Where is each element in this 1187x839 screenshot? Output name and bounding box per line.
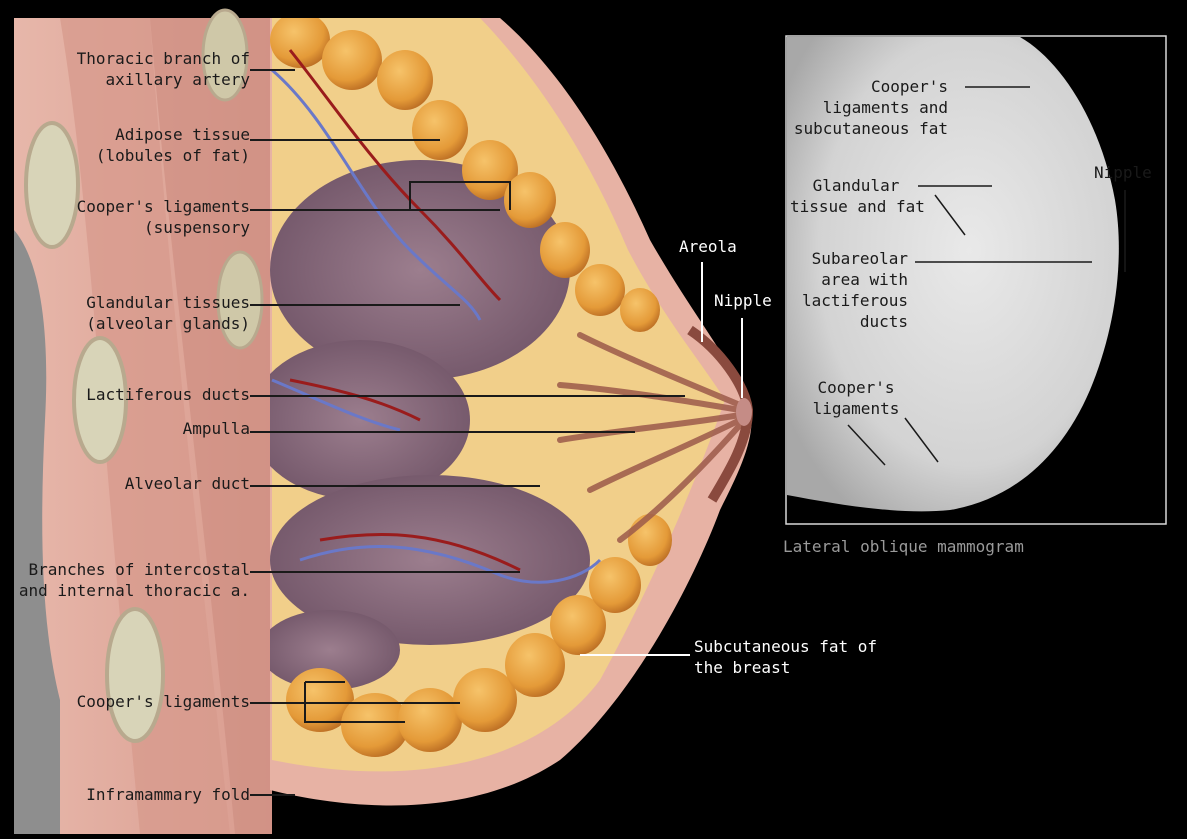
mammo-label-nipple: Nipple xyxy=(1094,162,1152,183)
mammo-label-subareolar: Subareolar area with lactiferous ducts xyxy=(802,248,908,332)
mammo-label-coopers-fat: Cooper's ligaments and subcutaneous fat xyxy=(794,76,948,139)
label-adipose-tissue: Adipose tissue (lobules of fat) xyxy=(96,124,250,166)
mammogram-caption: Lateral oblique mammogram xyxy=(783,536,1024,557)
label-ampulla: Ampulla xyxy=(183,418,250,439)
mammo-label-glandular-fat: Glandular tissue and fat xyxy=(790,175,922,217)
mammo-label-coopers: Cooper's ligaments xyxy=(800,377,912,419)
label-coopers-lower: Cooper's ligaments xyxy=(77,691,250,712)
nipple-shape xyxy=(736,398,752,426)
rib xyxy=(107,609,163,741)
label-areola: Areola xyxy=(679,236,737,257)
label-nipple: Nipple xyxy=(714,290,772,311)
label-coopers-suspensory: Cooper's ligaments (suspensory xyxy=(77,196,250,238)
label-lactiferous-ducts: Lactiferous ducts xyxy=(86,384,250,405)
rib xyxy=(26,123,78,247)
label-alveolar-duct: Alveolar duct xyxy=(125,473,250,494)
label-glandular-tissues: Glandular tissues (alveolar glands) xyxy=(86,292,250,334)
label-branches-intercostal: Branches of intercostal and internal tho… xyxy=(19,559,250,601)
label-inframammary-fold: Inframammary fold xyxy=(86,784,250,805)
label-thoracic-branch: Thoracic branch of axillary artery xyxy=(77,48,250,90)
label-subcutaneous-fat: Subcutaneous fat of the breast xyxy=(694,636,877,678)
